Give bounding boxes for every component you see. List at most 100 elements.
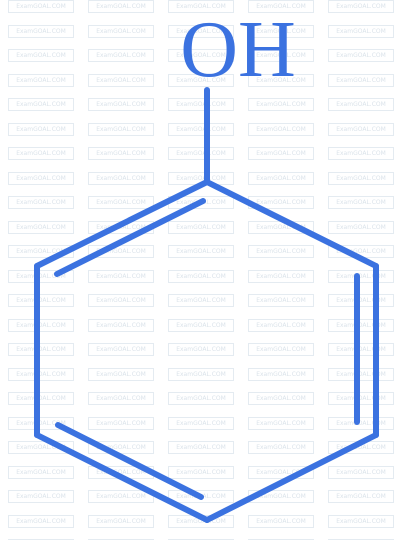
watermark-tile: ExamGOAL.COM bbox=[88, 343, 154, 356]
watermark-tile: ExamGOAL.COM bbox=[8, 319, 74, 332]
watermark-tile: ExamGOAL.COM bbox=[88, 270, 154, 283]
watermark-tile: ExamGOAL.COM bbox=[168, 25, 234, 38]
watermark-tile: ExamGOAL.COM bbox=[8, 147, 74, 160]
watermark-tile: ExamGOAL.COM bbox=[88, 98, 154, 111]
watermark-tile: ExamGOAL.COM bbox=[248, 294, 314, 307]
watermark-tile: ExamGOAL.COM bbox=[168, 74, 234, 87]
watermark-tile: ExamGOAL.COM bbox=[168, 49, 234, 62]
watermark-tile: ExamGOAL.COM bbox=[168, 245, 234, 258]
watermark-tile: ExamGOAL.COM bbox=[8, 49, 74, 62]
ring-bond-top-right bbox=[204, 179, 379, 269]
watermark-tile: ExamGOAL.COM bbox=[8, 441, 74, 454]
watermark-tile: ExamGOAL.COM bbox=[88, 74, 154, 87]
watermark-tile: ExamGOAL.COM bbox=[328, 172, 394, 185]
watermark-tile: ExamGOAL.COM bbox=[168, 319, 234, 332]
watermark-tile: ExamGOAL.COM bbox=[328, 98, 394, 111]
watermark-tile: ExamGOAL.COM bbox=[168, 294, 234, 307]
watermark-tile: ExamGOAL.COM bbox=[88, 49, 154, 62]
watermark-tile: ExamGOAL.COM bbox=[328, 319, 394, 332]
watermark-tile: ExamGOAL.COM bbox=[168, 221, 234, 234]
watermark-tile: ExamGOAL.COM bbox=[8, 172, 74, 185]
watermark-tile: ExamGOAL.COM bbox=[168, 0, 234, 13]
watermark-tile: ExamGOAL.COM bbox=[328, 270, 394, 283]
watermark-tile: ExamGOAL.COM bbox=[88, 25, 154, 38]
watermark-tile: ExamGOAL.COM bbox=[328, 147, 394, 160]
watermark-tile: ExamGOAL.COM bbox=[328, 221, 394, 234]
watermark-tile: ExamGOAL.COM bbox=[168, 270, 234, 283]
watermark-tile: ExamGOAL.COM bbox=[168, 466, 234, 479]
watermark-tile: ExamGOAL.COM bbox=[328, 294, 394, 307]
watermark-tile: ExamGOAL.COM bbox=[328, 490, 394, 503]
watermark-tile: ExamGOAL.COM bbox=[88, 123, 154, 136]
watermark-tile: ExamGOAL.COM bbox=[328, 343, 394, 356]
watermark-tile: ExamGOAL.COM bbox=[88, 515, 154, 528]
ring-bond-bottom-right bbox=[204, 432, 379, 523]
watermark-tile: ExamGOAL.COM bbox=[88, 245, 154, 258]
watermark-tile: ExamGOAL.COM bbox=[248, 417, 314, 430]
watermark-tile: ExamGOAL.COM bbox=[88, 196, 154, 209]
watermark-tile: ExamGOAL.COM bbox=[88, 417, 154, 430]
watermark-tile: ExamGOAL.COM bbox=[8, 221, 74, 234]
watermark-tile: ExamGOAL.COM bbox=[168, 368, 234, 381]
watermark-tile: ExamGOAL.COM bbox=[8, 270, 74, 283]
watermark-tile: ExamGOAL.COM bbox=[248, 74, 314, 87]
watermark-tile: ExamGOAL.COM bbox=[8, 368, 74, 381]
watermark-tile: ExamGOAL.COM bbox=[88, 0, 154, 13]
watermark-tile: ExamGOAL.COM bbox=[8, 466, 74, 479]
watermark-tile: ExamGOAL.COM bbox=[248, 392, 314, 405]
watermark-tile: ExamGOAL.COM bbox=[248, 147, 314, 160]
watermark-tile: ExamGOAL.COM bbox=[8, 74, 74, 87]
watermark-tile: ExamGOAL.COM bbox=[328, 74, 394, 87]
watermark-tile: ExamGOAL.COM bbox=[168, 98, 234, 111]
watermark-tile: ExamGOAL.COM bbox=[8, 196, 74, 209]
watermark-tile: ExamGOAL.COM bbox=[8, 515, 74, 528]
watermark-tile: ExamGOAL.COM bbox=[8, 392, 74, 405]
watermark-tile: ExamGOAL.COM bbox=[328, 392, 394, 405]
watermark-tile: ExamGOAL.COM bbox=[248, 245, 314, 258]
watermark-tile: ExamGOAL.COM bbox=[248, 319, 314, 332]
watermark-tile: ExamGOAL.COM bbox=[8, 490, 74, 503]
watermark-tile: ExamGOAL.COM bbox=[328, 466, 394, 479]
watermark-tile: ExamGOAL.COM bbox=[168, 343, 234, 356]
watermark-tile: ExamGOAL.COM bbox=[8, 343, 74, 356]
hydroxyl-label: OH bbox=[180, 6, 296, 94]
watermark-tile: ExamGOAL.COM bbox=[8, 98, 74, 111]
watermark-tile: ExamGOAL.COM bbox=[328, 515, 394, 528]
inner-double-bond-bottom-left bbox=[55, 422, 204, 500]
watermark-tile: ExamGOAL.COM bbox=[8, 294, 74, 307]
watermark-tile: ExamGOAL.COM bbox=[248, 25, 314, 38]
watermark-tile: ExamGOAL.COM bbox=[168, 417, 234, 430]
inner-double-bond-top-left bbox=[54, 198, 206, 277]
watermark-tile: ExamGOAL.COM bbox=[328, 417, 394, 430]
watermark-tile: ExamGOAL.COM bbox=[88, 147, 154, 160]
watermark-tile: ExamGOAL.COM bbox=[248, 466, 314, 479]
watermark-tile: ExamGOAL.COM bbox=[248, 270, 314, 283]
watermark-tile: ExamGOAL.COM bbox=[88, 172, 154, 185]
watermark-tile: ExamGOAL.COM bbox=[248, 368, 314, 381]
watermark-tile: ExamGOAL.COM bbox=[328, 196, 394, 209]
ring-bond-bottom-left bbox=[34, 432, 210, 523]
watermark-tile: ExamGOAL.COM bbox=[248, 98, 314, 111]
watermark-tile: ExamGOAL.COM bbox=[328, 49, 394, 62]
watermark-tile: ExamGOAL.COM bbox=[168, 441, 234, 454]
watermark-tile: ExamGOAL.COM bbox=[168, 123, 234, 136]
watermark-tile: ExamGOAL.COM bbox=[88, 392, 154, 405]
watermark-tile: ExamGOAL.COM bbox=[8, 123, 74, 136]
watermark-tile: ExamGOAL.COM bbox=[328, 25, 394, 38]
watermark-tile: ExamGOAL.COM bbox=[168, 392, 234, 405]
watermark-tile: ExamGOAL.COM bbox=[328, 0, 394, 13]
watermark-tile: ExamGOAL.COM bbox=[248, 123, 314, 136]
watermark-tile: ExamGOAL.COM bbox=[8, 245, 74, 258]
watermark-tile: ExamGOAL.COM bbox=[328, 123, 394, 136]
watermark-tile: ExamGOAL.COM bbox=[248, 172, 314, 185]
watermark-tile: ExamGOAL.COM bbox=[248, 343, 314, 356]
ring-bond-top-left bbox=[34, 179, 210, 269]
watermark-tile: ExamGOAL.COM bbox=[8, 25, 74, 38]
watermark-tile: ExamGOAL.COM bbox=[328, 368, 394, 381]
watermark-tile: ExamGOAL.COM bbox=[88, 319, 154, 332]
watermark-tile: ExamGOAL.COM bbox=[88, 294, 154, 307]
watermark-tile: ExamGOAL.COM bbox=[8, 417, 74, 430]
